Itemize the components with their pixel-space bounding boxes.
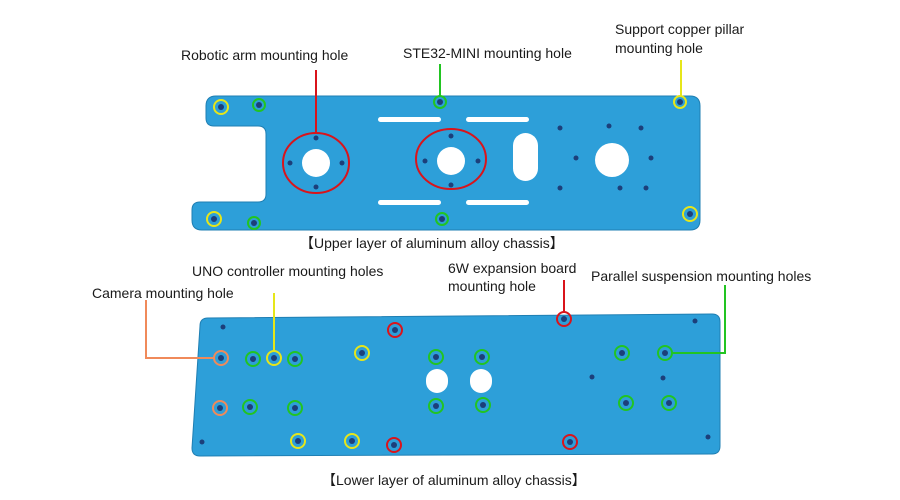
camera-label: Camera mounting hole bbox=[92, 285, 234, 301]
sixw-label-line2: mounting hole bbox=[448, 278, 536, 294]
upper-arm-center-hole bbox=[302, 149, 330, 177]
upper-ste32-center-hole bbox=[437, 147, 465, 175]
lower-small-holes bbox=[199, 316, 711, 448]
lower-oval-slot-left bbox=[426, 369, 448, 393]
upper-caption: 【Upper layer of aluminum alloy chassis】 bbox=[300, 235, 564, 251]
upper-small-holes bbox=[211, 99, 693, 226]
lower-chassis-plate bbox=[145, 280, 726, 457]
lower-oval-slot-right bbox=[470, 369, 492, 393]
copper-pillar-label-line2: mounting hole bbox=[615, 40, 703, 56]
lower-caption: 【Lower layer of aluminum alloy chassis】 bbox=[322, 472, 586, 488]
upper-slot-top-right bbox=[466, 117, 529, 122]
upper-hole-markers bbox=[206, 95, 698, 230]
uno-label: UNO controller mounting holes bbox=[192, 263, 383, 279]
upper-chassis-plate bbox=[191, 60, 701, 231]
camera-leader bbox=[145, 300, 214, 359]
upper-slot-bottom-right bbox=[466, 200, 529, 205]
ste32-label: STE32-MINI mounting hole bbox=[403, 45, 572, 61]
upper-oval-slot bbox=[513, 133, 538, 181]
lower-plate-body bbox=[191, 313, 721, 457]
parallel-leader bbox=[672, 285, 726, 354]
copper-pillar-label-line1: Support copper pillar bbox=[615, 21, 745, 37]
upper-slot-top-left bbox=[378, 117, 441, 122]
upper-slot-bottom-left bbox=[378, 200, 441, 205]
upper-ste32-center-marker bbox=[415, 128, 487, 190]
lower-hole-markers bbox=[212, 311, 677, 453]
upper-right-center-hole bbox=[595, 143, 629, 177]
robotic-arm-label: Robotic arm mounting hole bbox=[181, 47, 349, 63]
parallel-label: Parallel suspension mounting holes bbox=[591, 268, 811, 284]
sixw-label-line1: 6W expansion board bbox=[448, 260, 576, 276]
